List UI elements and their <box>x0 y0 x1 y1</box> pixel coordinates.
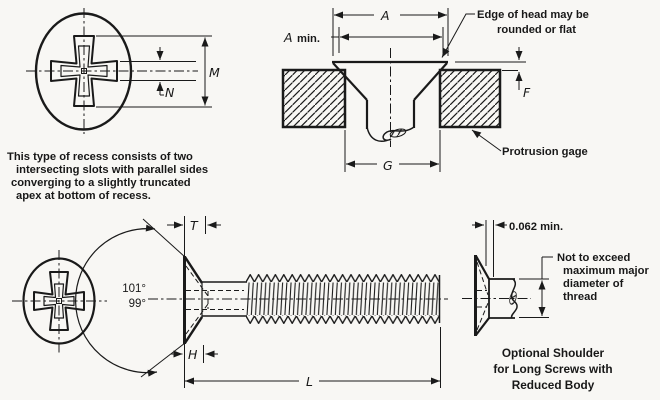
dimension-label-g: G <box>383 158 393 173</box>
angle-label-lower: 99° <box>129 298 146 310</box>
angle-arc <box>75 224 158 377</box>
head-cone-top <box>183 256 204 284</box>
angle-label-upper: 101° <box>122 283 146 295</box>
head-right-slant <box>413 62 448 101</box>
shoulder-detail-view: 0.062 min. Not to exceed maximum major d… <box>462 220 649 392</box>
gage-right-block <box>438 68 502 129</box>
phillips-cross-inner-small <box>43 283 75 319</box>
dimension-label-amin-suffix: min. <box>297 33 320 45</box>
dimension-label-n: N <box>165 85 175 100</box>
gage-label-leader <box>471 129 502 152</box>
shoulder-caption-line3: Reduced Body <box>512 378 595 392</box>
dimension-label-a: A <box>380 8 390 23</box>
gage-left-block <box>281 68 347 129</box>
recess-apex-square <box>81 68 87 74</box>
recess-hidden-bottom <box>185 303 209 335</box>
shoulder-cone-top <box>475 255 490 280</box>
shoulder-break-hatch <box>509 291 517 305</box>
recess-apex-square-small <box>56 298 62 304</box>
thread-flanks <box>246 282 440 316</box>
shoulder-cone-bottom <box>475 317 490 336</box>
thread-crest-top <box>246 274 440 282</box>
note-line2: maximum major <box>563 265 649 277</box>
recess-caption-line3: converging to a slightly truncated <box>11 177 191 189</box>
recess-face-view <box>12 250 107 353</box>
gage-label: Protrusion gage <box>502 146 588 158</box>
note-line4: thread <box>563 291 597 303</box>
dimension-label-amin-a: A <box>283 30 293 45</box>
note-line3: diameter of <box>563 278 624 290</box>
dimension-label-f: F <box>523 85 531 100</box>
break-hatch-leaf <box>389 128 407 138</box>
head-cone-bottom <box>183 316 204 344</box>
edge-note-line1: Edge of head may be <box>477 9 589 21</box>
phillips-cross-outline <box>50 35 118 107</box>
recess-caption-line2: intersecting slots with parallel sides <box>16 164 208 176</box>
dimension-label-t: T <box>190 218 199 233</box>
min-dimension-label: 0.062 min. <box>509 221 563 233</box>
shoulder-caption-line1: Optional Shoulder <box>502 346 605 360</box>
head-left-slant <box>332 62 368 101</box>
recess-caption-line1: This type of recess consists of two <box>7 151 193 163</box>
recess-top-view: M N This type of recess consists of two … <box>7 8 220 202</box>
dimension-label-h: H <box>188 347 198 362</box>
recess-caption-line4: apex at bottom of recess. <box>16 190 151 202</box>
screw-side-view: 101° 99° T H L <box>75 216 448 389</box>
dimension-label-m: M <box>209 65 220 80</box>
shoulder-caption-line2: for Long Screws with <box>493 362 612 376</box>
phillips-cross-inner <box>60 45 108 97</box>
thread-crest-bottom <box>246 316 440 324</box>
recess-hidden-top <box>185 265 209 297</box>
edge-note-line2: rounded or flat <box>497 24 576 36</box>
note-line1: Not to exceed <box>557 252 631 264</box>
shoulder-recess-hidden-top <box>476 261 489 296</box>
gage-section-view: A A min. Edge of head may be rounded or … <box>281 8 589 173</box>
edge-note-leader <box>441 13 475 58</box>
cone-extension-bottom <box>140 342 186 378</box>
phillips-cross-outline-small <box>33 271 85 331</box>
dimension-label-l: L <box>306 374 313 389</box>
